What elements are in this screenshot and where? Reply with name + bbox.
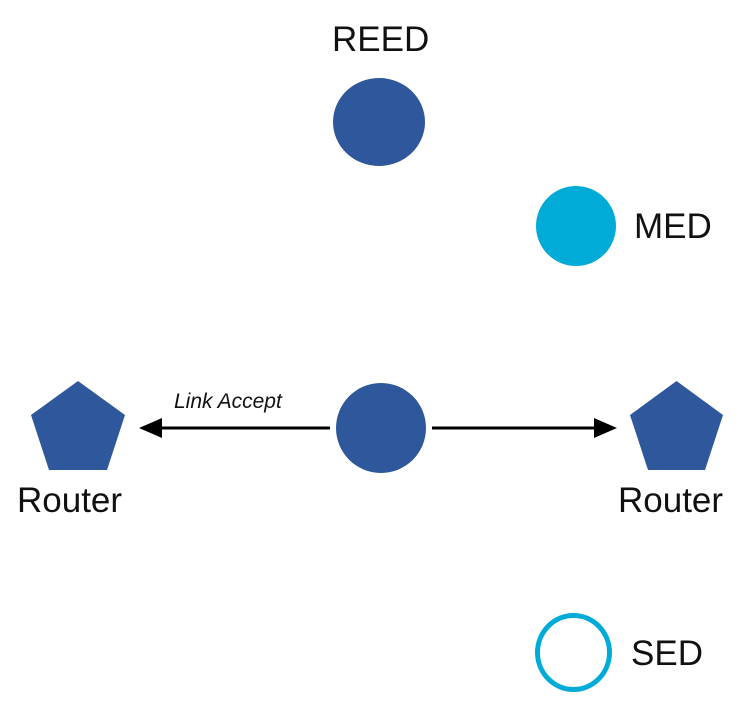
med-node-shape[interactable] bbox=[536, 186, 616, 266]
arrowhead-right bbox=[594, 418, 617, 438]
router-right-node-shape[interactable] bbox=[630, 381, 723, 470]
edge-center-to-router-left bbox=[139, 418, 330, 438]
router-right-node-label: Router bbox=[618, 481, 724, 520]
center-node-shape[interactable] bbox=[336, 383, 426, 473]
link-accept-edge-label: Link Accept bbox=[174, 390, 282, 413]
router-left-node-label: Router bbox=[17, 481, 123, 520]
arrowhead-left bbox=[139, 418, 162, 438]
edge-center-to-router-right bbox=[432, 418, 617, 438]
sed-node-label: SED bbox=[631, 634, 703, 673]
router-left-node-shape[interactable] bbox=[31, 381, 125, 470]
reed-node-shape[interactable] bbox=[333, 78, 425, 166]
reed-node-label: REED bbox=[332, 20, 430, 59]
sed-node-shape[interactable] bbox=[535, 613, 612, 692]
med-node-label: MED bbox=[634, 207, 712, 246]
